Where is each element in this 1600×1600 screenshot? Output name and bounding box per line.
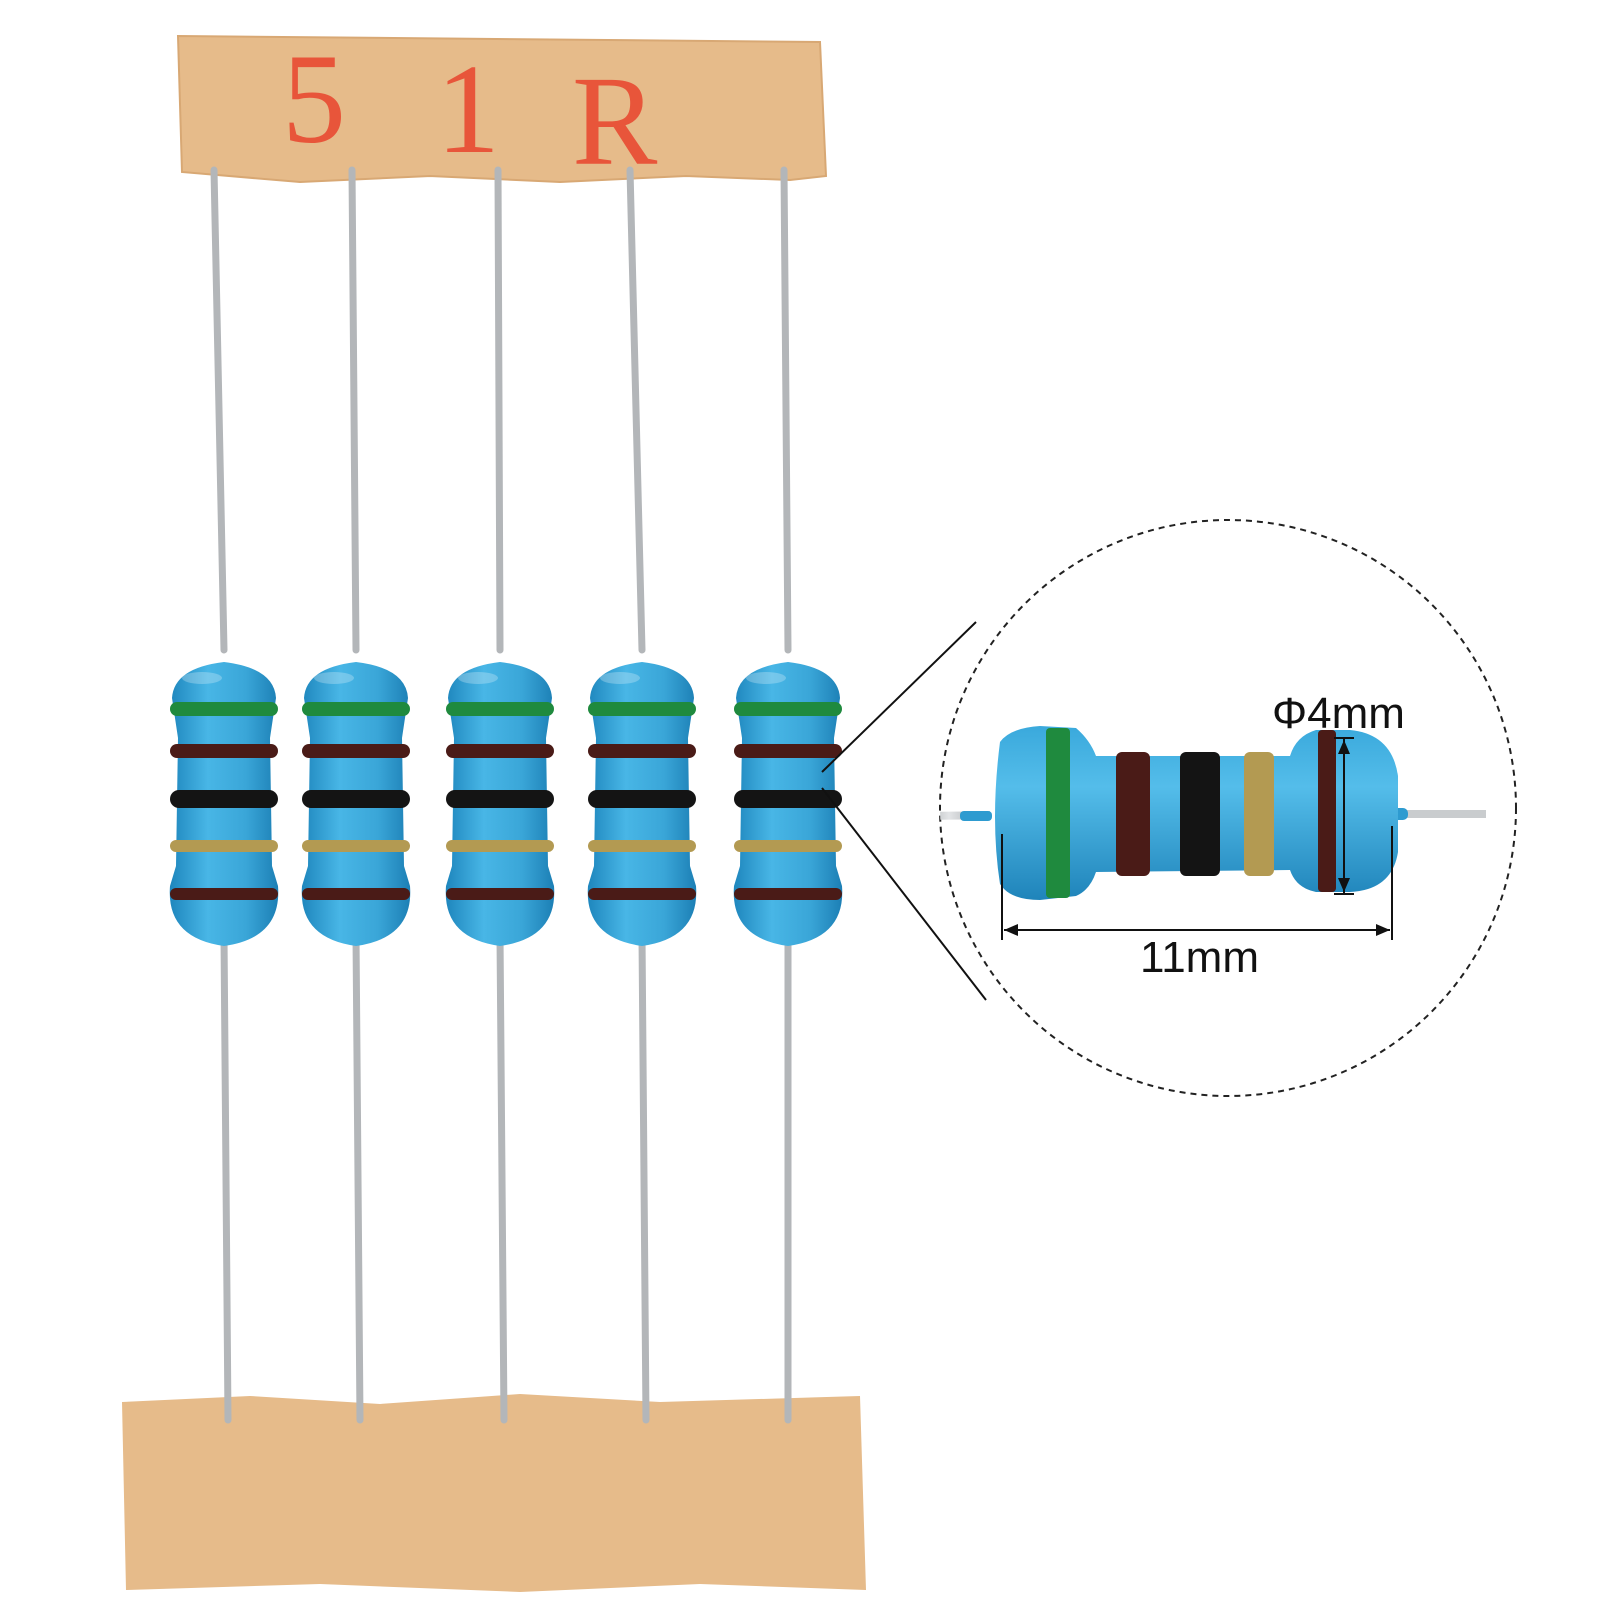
magnified-resistor bbox=[940, 726, 1486, 900]
resistor-band-brown bbox=[446, 744, 554, 758]
resistor-1 bbox=[169, 166, 279, 1424]
resistor-strip bbox=[169, 166, 843, 1424]
top-tape: 5 1 R bbox=[176, 28, 828, 192]
length-dimension: 11mm bbox=[1001, 826, 1393, 982]
resistor-lead-top bbox=[780, 166, 792, 654]
resistor-highlight bbox=[314, 672, 354, 684]
callout-pointer-bottom bbox=[821, 787, 987, 1001]
tape-label-digit-1: 5 bbox=[282, 28, 346, 170]
resistor-band-gold bbox=[302, 840, 410, 852]
length-label: 11mm bbox=[1140, 933, 1259, 982]
magnified-band-brown-1 bbox=[1116, 752, 1150, 876]
resistor-band-brown bbox=[734, 888, 842, 900]
resistor-band-black bbox=[170, 790, 278, 808]
callout-pointer-top bbox=[821, 621, 977, 773]
resistor-band-brown bbox=[734, 744, 842, 758]
resistor-4 bbox=[587, 166, 697, 1424]
resistor-lead-top bbox=[626, 166, 646, 654]
resistor-band-green bbox=[588, 702, 696, 716]
tape-label-digit-2: 1 bbox=[436, 38, 500, 180]
resistor-band-gold bbox=[170, 840, 278, 852]
resistor-2 bbox=[301, 166, 411, 1424]
diameter-dimension: Φ4mm bbox=[1272, 689, 1405, 895]
resistor-band-green bbox=[446, 702, 554, 716]
resistor-band-green bbox=[170, 702, 278, 716]
resistor-band-brown bbox=[302, 744, 410, 758]
resistor-band-gold bbox=[734, 840, 842, 852]
resistor-5 bbox=[733, 166, 843, 1424]
resistor-band-gold bbox=[588, 840, 696, 852]
bottom-tape bbox=[122, 1394, 866, 1592]
resistor-band-brown bbox=[302, 888, 410, 900]
resistor-lead-bottom bbox=[220, 932, 232, 1424]
resistor-band-brown bbox=[170, 744, 278, 758]
resistor-lead-bottom bbox=[496, 932, 508, 1424]
resistor-3 bbox=[445, 166, 555, 1424]
resistor-band-brown bbox=[170, 888, 278, 900]
resistor-band-gold bbox=[446, 840, 554, 852]
diameter-label: Φ4mm bbox=[1272, 689, 1405, 738]
resistor-highlight bbox=[600, 672, 640, 684]
resistor-lead-top bbox=[348, 166, 360, 654]
resistor-band-green bbox=[734, 702, 842, 716]
resistor-lead-bottom bbox=[352, 932, 364, 1424]
tape-label-letter: R bbox=[572, 50, 658, 192]
resistor-band-black bbox=[588, 790, 696, 808]
resistor-band-black bbox=[446, 790, 554, 808]
resistor-lead-top bbox=[210, 166, 228, 654]
resistor-band-black bbox=[734, 790, 842, 808]
magnified-band-green bbox=[1046, 728, 1070, 898]
resistor-lead-bottom bbox=[638, 932, 650, 1424]
resistor-lead-top bbox=[494, 166, 504, 654]
detail-callout: 11mm Φ4mm bbox=[821, 519, 1517, 1097]
resistor-band-green bbox=[302, 702, 410, 716]
resistor-band-brown bbox=[588, 888, 696, 900]
magnified-band-black bbox=[1180, 752, 1220, 876]
resistor-band-brown bbox=[588, 744, 696, 758]
magnified-band-gold bbox=[1244, 752, 1274, 876]
resistor-band-brown bbox=[446, 888, 554, 900]
resistor-band-black bbox=[302, 790, 410, 808]
magnified-band-brown-2 bbox=[1318, 730, 1336, 892]
resistor-highlight bbox=[458, 672, 498, 684]
resistor-highlight bbox=[746, 672, 786, 684]
resistor-highlight bbox=[182, 672, 222, 684]
